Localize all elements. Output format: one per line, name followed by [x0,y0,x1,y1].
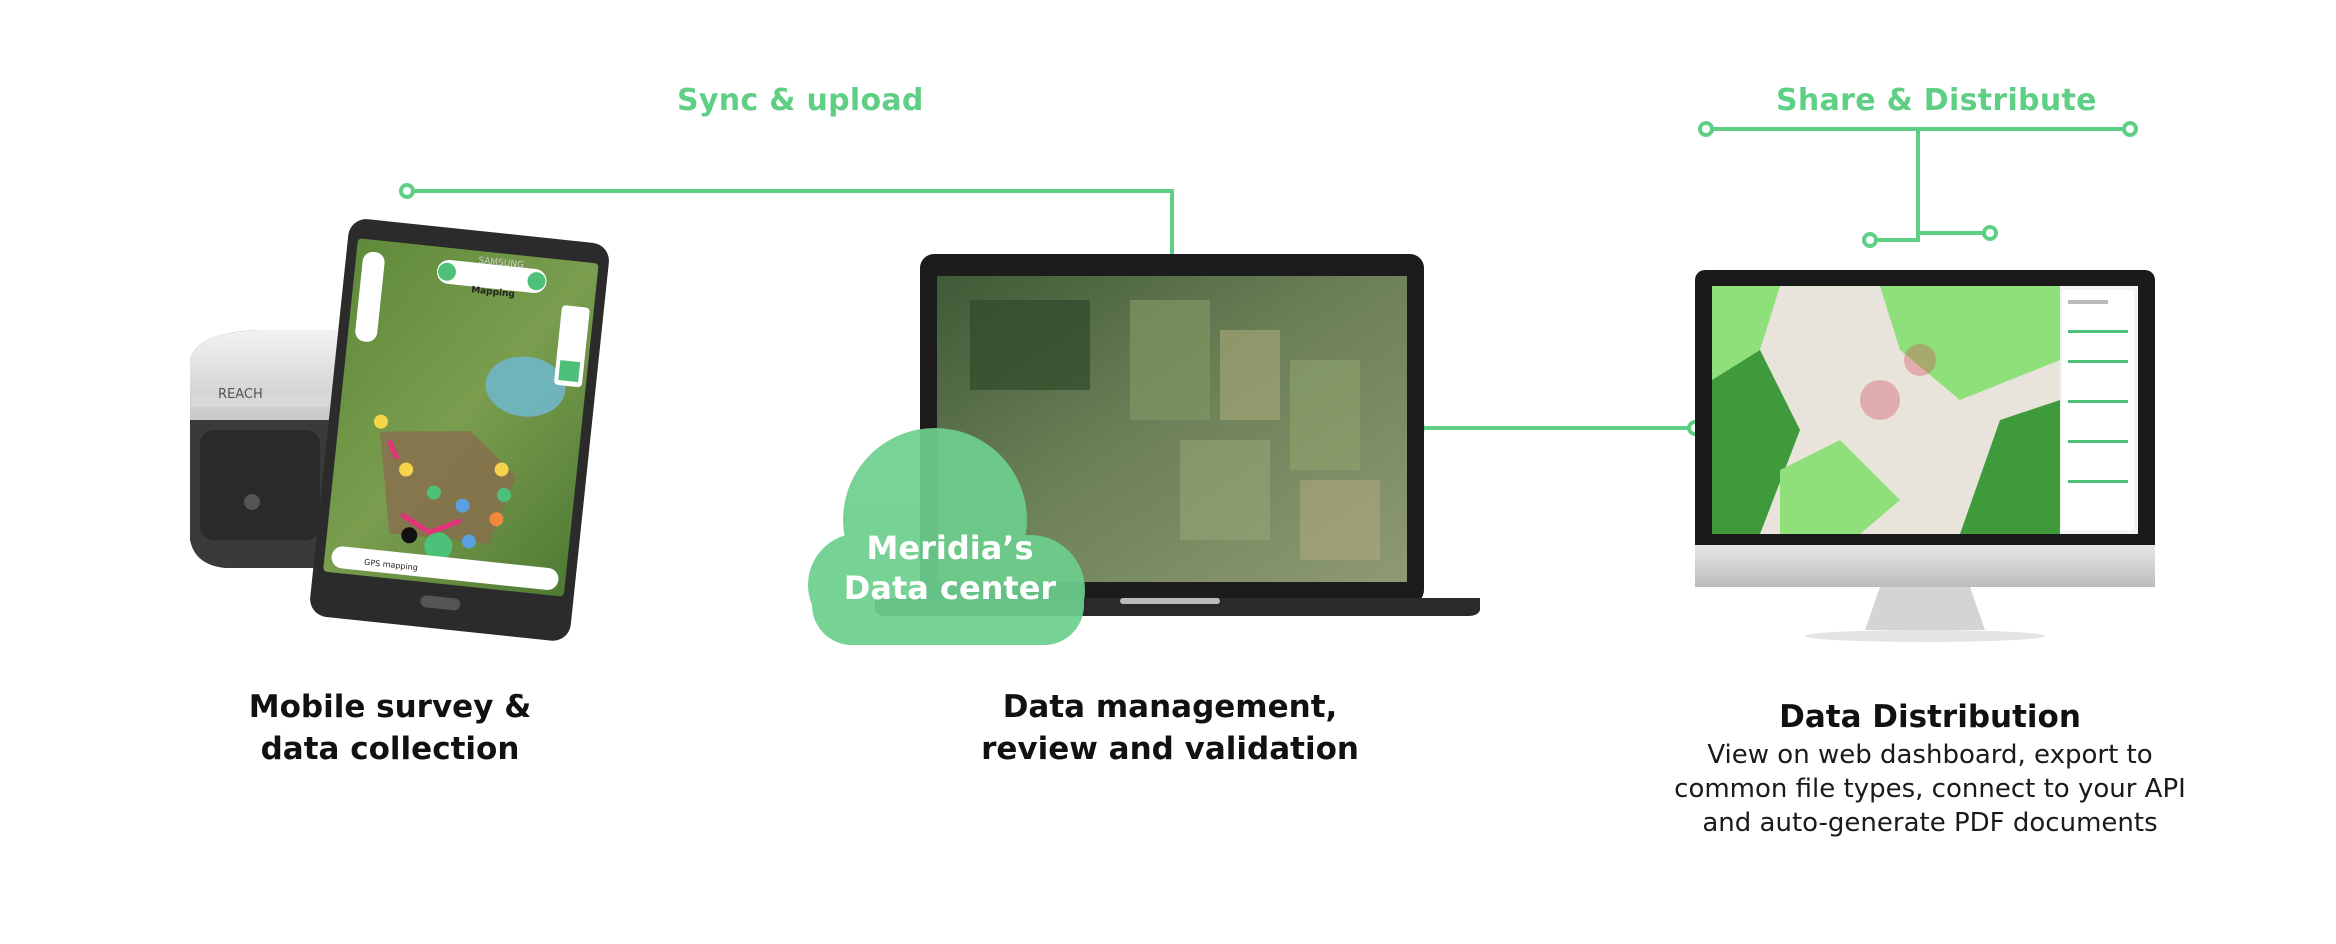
cloud-label-line2: Data center [830,568,1070,608]
mobile-caption-line2: data collection [200,728,580,770]
distribution-title: Data Distribution [1660,696,2200,738]
distribution-desc-line2: common file types, connect to your API [1660,772,2200,806]
cloud-label: Meridia’s Data center [830,528,1070,608]
desktop-monitor [1695,270,2155,642]
management-caption: Data management, review and validation [960,686,1380,770]
distribution-section: Data Distribution View on web dashboard,… [1660,696,2200,840]
management-caption-line1: Data management, [960,686,1380,728]
receiver-brand-text: REACH [218,387,263,402]
distribution-desc-line3: and auto-generate PDF documents [1660,806,2200,840]
mobile-caption: Mobile survey & data collection [200,686,580,770]
tablet [308,217,610,642]
distribution-desc-line1: View on web dashboard, export to [1660,738,2200,772]
mobile-caption-line1: Mobile survey & [200,686,580,728]
cloud-label-line1: Meridia’s [830,528,1070,568]
management-caption-line2: review and validation [960,728,1380,770]
